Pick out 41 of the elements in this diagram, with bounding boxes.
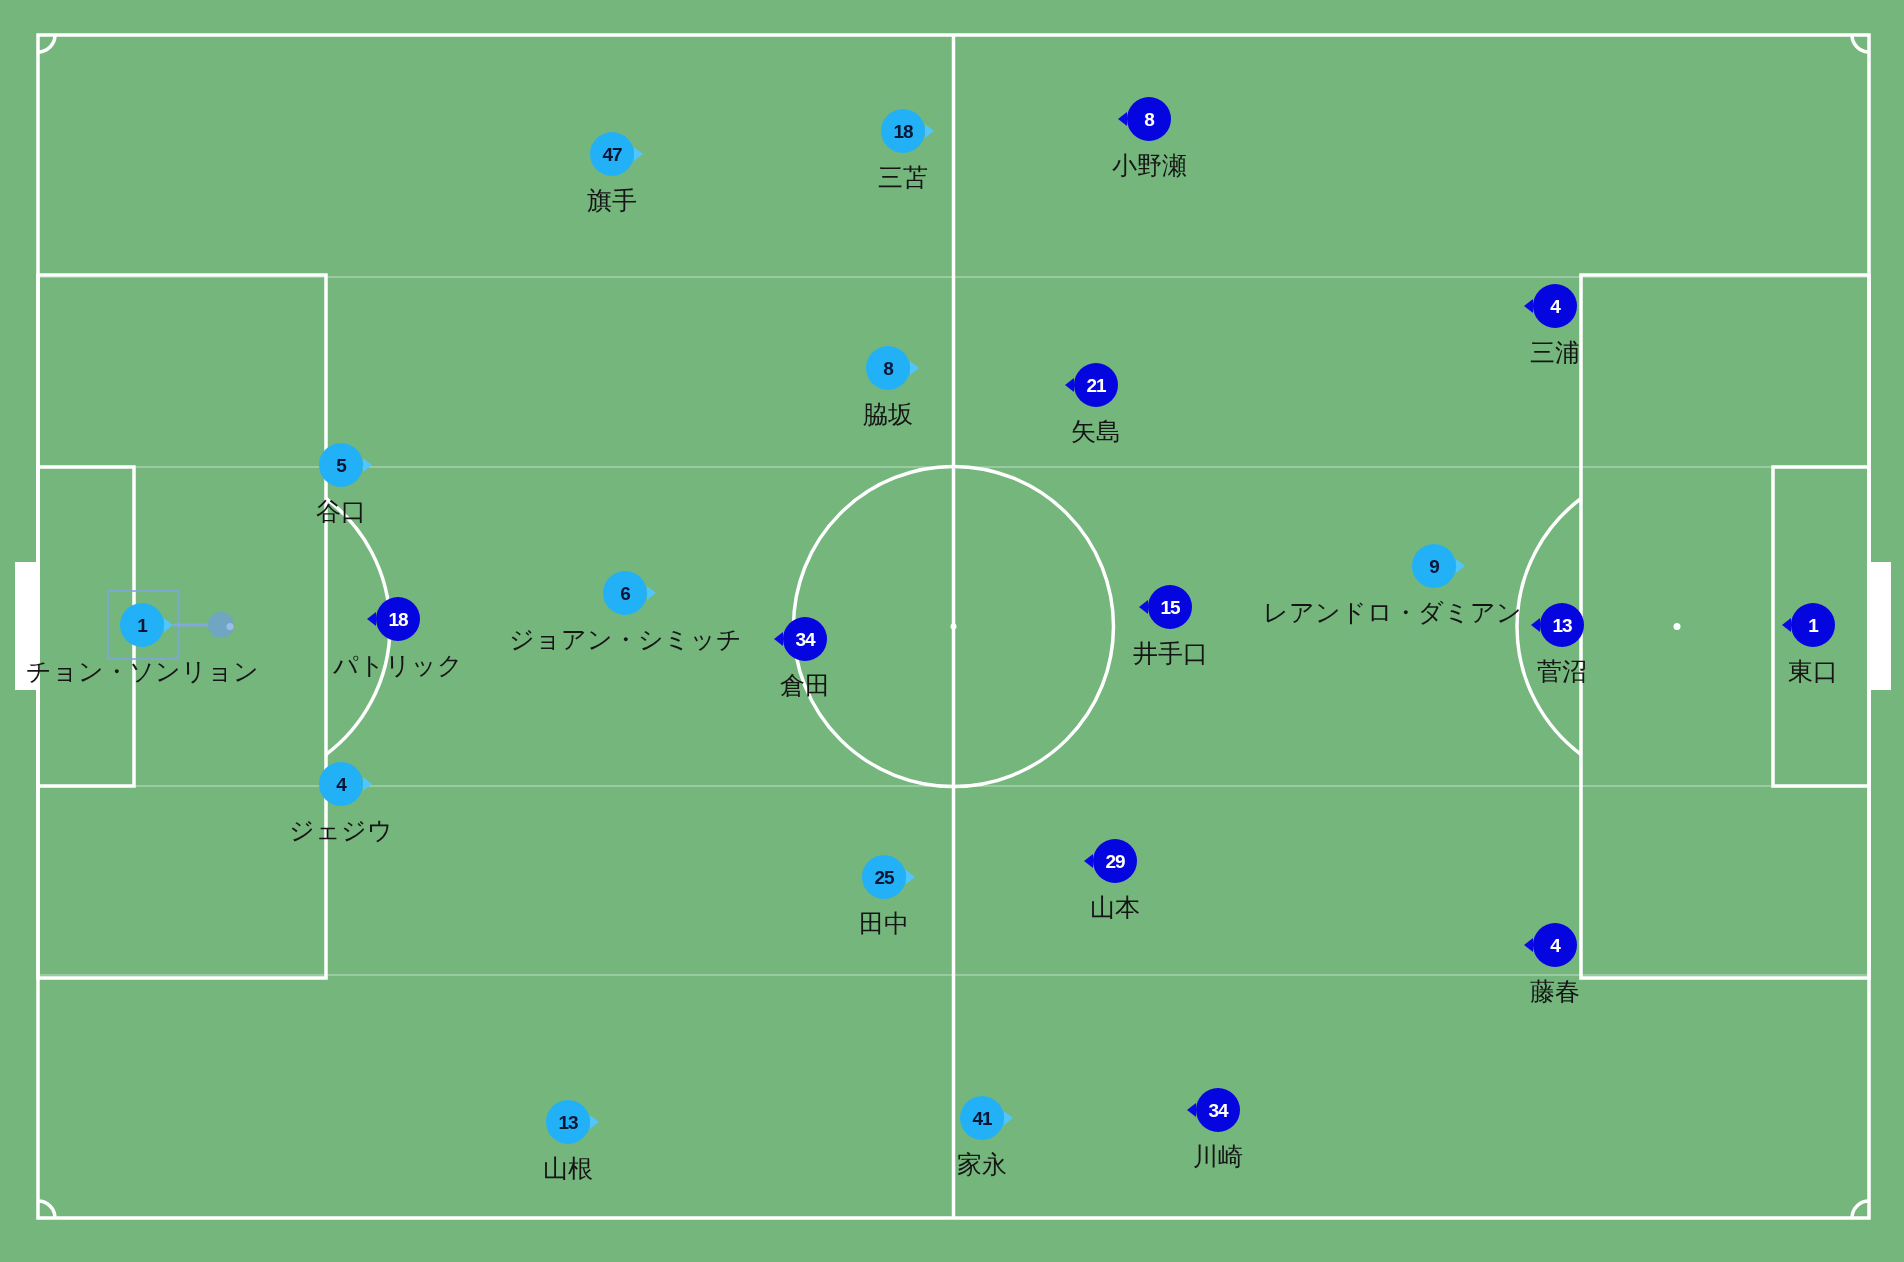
player-name: 家永 [957, 1149, 1007, 1179]
player-token: 8 [1127, 97, 1171, 141]
player-token: 34 [1196, 1088, 1240, 1132]
player-token: 8 [866, 346, 910, 390]
player-name: 山根 [543, 1153, 593, 1183]
player-token: 29 [1093, 839, 1137, 883]
player-token: 41 [960, 1096, 1004, 1140]
player-name: 山本 [1090, 892, 1140, 922]
player-name: 田中 [859, 908, 909, 938]
movement-line [173, 623, 208, 627]
player-token: 4 [1533, 284, 1577, 328]
player-name: 旗手 [587, 185, 637, 215]
player-token: 21 [1074, 363, 1118, 407]
player-token: 34 [783, 617, 827, 661]
player-token: 4 [1533, 923, 1577, 967]
player-name: 川崎 [1193, 1141, 1243, 1171]
player-name: 脇坂 [863, 399, 913, 429]
player-name: 矢島 [1071, 416, 1121, 446]
player-token: 13 [1540, 603, 1584, 647]
player-name: 藤春 [1530, 976, 1580, 1006]
player-token: 13 [546, 1100, 590, 1144]
player-name: ジョアン・シミッチ [508, 624, 742, 654]
player-token: 18 [376, 597, 420, 641]
player-name: パトリック [333, 650, 463, 680]
player-token: 47 [590, 132, 634, 176]
player-name: 東口 [1788, 656, 1838, 686]
player-token: 18 [881, 109, 925, 153]
player-name: 三浦 [1530, 337, 1580, 367]
player-token: 6 [603, 571, 647, 615]
player-name: 井手口 [1132, 638, 1208, 668]
player-token: 4 [319, 762, 363, 806]
player-name: 三苫 [878, 162, 928, 192]
player-token: 1 [120, 603, 164, 647]
player-token: 15 [1148, 585, 1192, 629]
target-marker-icon [208, 612, 234, 638]
player-token: 5 [319, 443, 363, 487]
player-name: 倉田 [780, 670, 830, 700]
player-token: 25 [862, 855, 906, 899]
player-name: 小野瀬 [1111, 150, 1187, 180]
player-token: 9 [1412, 544, 1456, 588]
player-token: 1 [1791, 603, 1835, 647]
